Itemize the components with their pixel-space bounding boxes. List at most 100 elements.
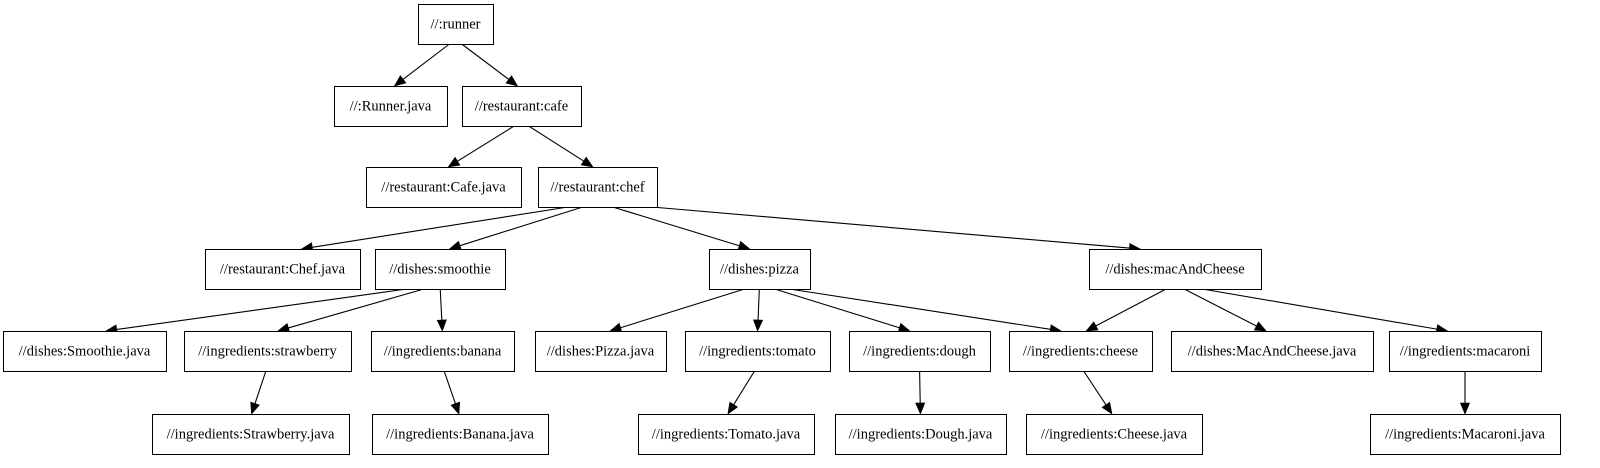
- node-box[interactable]: [849, 331, 991, 372]
- graph-edge: [1085, 288, 1167, 332]
- edge-line: [1083, 370, 1107, 406]
- graph-edge: [1083, 370, 1113, 415]
- graph-node[interactable]: //ingredients:cheese: [1009, 331, 1153, 372]
- node-box[interactable]: [1009, 331, 1153, 372]
- node-label: //ingredients:Strawberry.java: [167, 426, 335, 442]
- graph-node[interactable]: //ingredients:Dough.java: [835, 414, 1007, 455]
- node-label: //dishes:Smoothie.java: [19, 343, 151, 359]
- graph-node[interactable]: //ingredients:macaroni: [1389, 331, 1542, 372]
- graph-edge: [789, 288, 1063, 335]
- graph-edge: [753, 288, 764, 332]
- graph-node[interactable]: //ingredients:Cheese.java: [1026, 414, 1203, 455]
- graph-edge: [448, 206, 583, 251]
- graph-edge: [461, 43, 519, 87]
- graph-node[interactable]: //ingredients:dough: [849, 331, 991, 372]
- edge-arrowhead-icon: [1101, 401, 1113, 415]
- node-box[interactable]: [372, 414, 549, 455]
- graph-node[interactable]: //ingredients:Strawberry.java: [152, 414, 350, 455]
- edge-arrowhead-icon: [1085, 321, 1099, 332]
- edge-line: [461, 43, 510, 80]
- graph-edge: [774, 288, 911, 333]
- graph-node[interactable]: //:runner: [418, 4, 494, 45]
- edge-arrowhead-icon: [1253, 321, 1267, 332]
- edge-line: [774, 288, 900, 329]
- graph-node[interactable]: //dishes:macAndCheese: [1089, 249, 1262, 290]
- edge-line: [757, 288, 760, 321]
- graph-edge: [277, 288, 424, 333]
- edge-arrowhead-icon: [505, 75, 519, 87]
- edge-arrowhead-icon: [447, 156, 461, 168]
- graph-edge: [612, 206, 751, 251]
- node-box[interactable]: [538, 167, 658, 208]
- graph-node[interactable]: //dishes:Pizza.java: [535, 331, 667, 372]
- node-box[interactable]: [375, 249, 506, 290]
- edge-line: [1095, 288, 1167, 327]
- nodes-layer: //:runner //:Runner.java //restaurant:cafe…: [3, 4, 1561, 455]
- graph-node[interactable]: //dishes:smoothie: [375, 249, 506, 290]
- node-box[interactable]: [462, 86, 582, 127]
- graph-node[interactable]: //dishes:Smoothie.java: [3, 331, 167, 372]
- edge-line: [254, 370, 267, 404]
- node-label: //dishes:Pizza.java: [547, 343, 655, 359]
- node-box[interactable]: [1389, 331, 1542, 372]
- node-label: //ingredients:Cheese.java: [1041, 426, 1188, 442]
- graph-node[interactable]: //dishes:pizza: [709, 249, 811, 290]
- graph-node[interactable]: //ingredients:Banana.java: [372, 414, 549, 455]
- edge-arrowhead-icon: [753, 319, 764, 332]
- graph-node[interactable]: //restaurant:chef: [538, 167, 658, 208]
- graph-node[interactable]: //ingredients:banana: [371, 331, 515, 372]
- graph-node[interactable]: //ingredients:Macaroni.java: [1370, 414, 1561, 455]
- edge-line: [457, 125, 515, 162]
- graph-edge: [609, 288, 745, 333]
- graph-node[interactable]: //ingredients:strawberry: [184, 331, 352, 372]
- node-label: //restaurant:chef: [550, 179, 644, 195]
- node-box[interactable]: [638, 414, 815, 455]
- edge-line: [439, 288, 443, 321]
- node-label: //dishes:MacAndCheese.java: [1188, 343, 1357, 359]
- graph-edge: [727, 370, 756, 415]
- node-label: //ingredients:cheese: [1023, 343, 1138, 359]
- node-label: //dishes:pizza: [720, 261, 799, 277]
- node-label: //dishes:macAndCheese: [1105, 261, 1244, 277]
- node-box[interactable]: [1026, 414, 1203, 455]
- edge-line: [528, 125, 584, 162]
- node-box[interactable]: [3, 331, 167, 372]
- node-box[interactable]: [685, 331, 831, 372]
- edge-line: [116, 288, 407, 331]
- graph-edge: [915, 370, 926, 415]
- edge-arrowhead-icon: [580, 156, 594, 168]
- graph-node[interactable]: //restaurant:cafe: [462, 86, 582, 127]
- graph-edge: [105, 288, 407, 335]
- node-box[interactable]: [1370, 414, 1561, 455]
- edge-arrowhead-icon: [436, 319, 447, 332]
- node-box[interactable]: [334, 86, 448, 127]
- node-box[interactable]: [418, 4, 494, 45]
- node-box[interactable]: [371, 331, 515, 372]
- node-label: //ingredients:Tomato.java: [652, 426, 801, 442]
- node-box[interactable]: [184, 331, 352, 372]
- node-box[interactable]: [205, 249, 361, 290]
- edge-arrowhead-icon: [450, 401, 461, 415]
- graph-node[interactable]: //ingredients:tomato: [685, 331, 831, 372]
- node-label: //ingredients:Macaroni.java: [1385, 426, 1545, 442]
- node-box[interactable]: [709, 249, 811, 290]
- node-box[interactable]: [152, 414, 350, 455]
- edge-line: [459, 206, 583, 247]
- node-box[interactable]: [535, 331, 667, 372]
- node-label: //ingredients:tomato: [699, 343, 816, 359]
- node-box[interactable]: [835, 414, 1007, 455]
- edge-arrowhead-icon: [915, 402, 926, 415]
- edge-arrowhead-icon: [448, 240, 462, 251]
- graph-node[interactable]: //restaurant:Chef.java: [205, 249, 361, 290]
- graph-node[interactable]: //dishes:MacAndCheese.java: [1171, 331, 1374, 372]
- node-box[interactable]: [366, 167, 522, 208]
- node-box[interactable]: [1089, 249, 1262, 290]
- edge-line: [612, 206, 740, 247]
- graph-edge: [447, 125, 515, 168]
- graph-edge: [528, 125, 594, 168]
- node-box[interactable]: [1171, 331, 1374, 372]
- graph-node[interactable]: //ingredients:Tomato.java: [638, 414, 815, 455]
- graph-node[interactable]: //:Runner.java: [334, 86, 448, 127]
- graph-node[interactable]: //restaurant:Cafe.java: [366, 167, 522, 208]
